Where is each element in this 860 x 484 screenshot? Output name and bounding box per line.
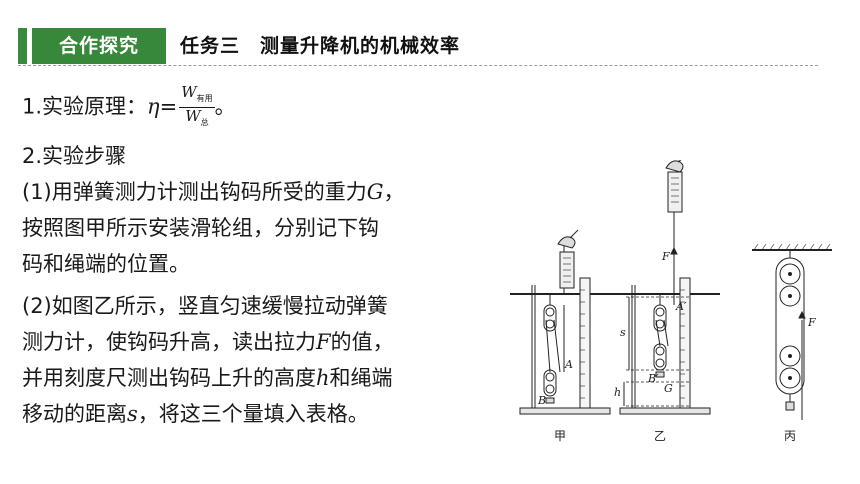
principle-end: 。 [214, 94, 236, 119]
header-accent-bar [18, 28, 27, 64]
step1-line1: (1)用弹簧测力计测出钩码所受的重力G， [22, 180, 405, 204]
figure-jia [510, 229, 611, 415]
label-g: G [664, 382, 673, 395]
caption-jia: 甲 [554, 429, 566, 443]
principle-label: 1.实验原理： [22, 94, 148, 119]
figure-yi [610, 160, 720, 415]
label-f-bing: F [807, 316, 816, 329]
label-h: h [614, 386, 621, 399]
label-b-prime: B′ [647, 372, 659, 385]
label-a: A [564, 358, 573, 371]
equals-sign: = [159, 94, 178, 119]
experiment-figure: A B A′ B′ G F s h F 甲 乙 丙 [510, 160, 832, 443]
header-divider [18, 65, 818, 66]
label-a-prime: A′ [675, 300, 687, 313]
section-header: 合作探究 任务三 测量升降机的机械效率 [18, 28, 818, 66]
eta-symbol: η [147, 94, 160, 119]
step1-line3: 码和绳端的位置。 [22, 252, 190, 276]
formula-denominator: W总 [185, 107, 209, 128]
step2-line1: (2)如图乙所示，竖直匀速缓慢拉动弹簧 [22, 294, 388, 318]
caption-yi: 乙 [654, 429, 666, 443]
section-title: 任务三 测量升降机的机械效率 [180, 35, 461, 57]
section-tag: 合作探究 [32, 28, 166, 64]
figure-bing [752, 243, 832, 420]
label-b: B [537, 394, 546, 407]
caption-bing: 丙 [784, 429, 796, 443]
step2-line3: 并用刻度尺测出钩码上升的高度h和绳端 [22, 366, 393, 390]
label-s: s [620, 326, 626, 339]
label-f-yi: F [661, 250, 670, 263]
step2-line4: 移动的距离s，将这三个量填入表格。 [22, 402, 369, 426]
formula-numerator: W有用 [179, 84, 215, 108]
steps-heading: 2.实验步骤 [22, 144, 127, 168]
step1-line2: 按照图甲所示安装滑轮组，分别记下钩 [22, 216, 379, 240]
step2-line2: 测力计，使钩码升高，读出拉力F的值， [22, 330, 394, 354]
